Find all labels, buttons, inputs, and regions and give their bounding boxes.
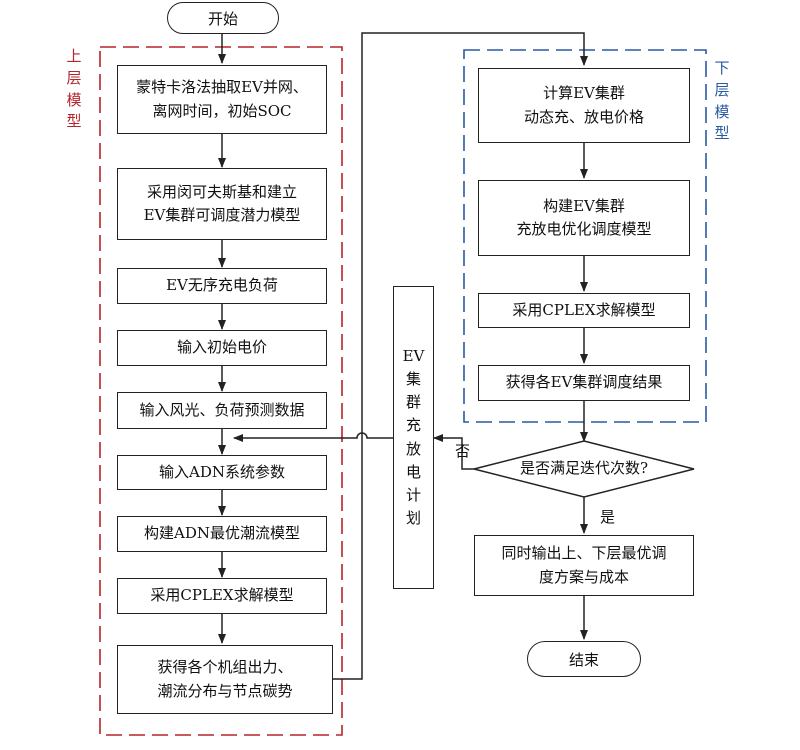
step-initial-price: 输入初始电价 xyxy=(117,330,327,366)
branch-yes-label: 是 xyxy=(600,508,616,526)
decision-label: 是否满足迭代次数? xyxy=(519,459,649,477)
step-lower-cplex: 采用CPLEX求解模型 xyxy=(478,293,690,328)
decision-diamond xyxy=(473,440,695,498)
end-terminal: 结束 xyxy=(527,641,641,677)
ev-cluster-plan-box: EV 集 群 充 放 电 计 划 xyxy=(393,286,434,589)
ev-plan-return-connector xyxy=(233,432,393,442)
step-disordered-charging-load: EV无序充电负荷 xyxy=(117,268,327,304)
lower-model-frame xyxy=(463,49,707,423)
upper-model-frame xyxy=(99,46,343,736)
step-minkowski-model: 采用闵可夫斯基和建立 EV集群可调度潜力模型 xyxy=(117,168,327,240)
step-dynamic-price: 计算EV集群 动态充、放电价格 xyxy=(478,68,690,143)
no-branch-connector xyxy=(433,434,474,470)
step-final-output: 同时输出上、下层最优调 度方案与成本 xyxy=(474,535,694,596)
step-lower-results: 获得各EV集群调度结果 xyxy=(478,365,690,401)
lower-model-label: 下 层 模 型 xyxy=(714,59,730,143)
upper-to-lower-connector xyxy=(333,32,588,680)
step-adn-parameters: 输入ADN系统参数 xyxy=(117,455,327,490)
step-upper-results: 获得各个机组出力、 潮流分布与节点碳势 xyxy=(117,645,333,714)
step-adn-opf-model: 构建ADN最优潮流模型 xyxy=(117,516,327,552)
step-forecast-data: 输入风光、负荷预测数据 xyxy=(117,392,327,429)
step-ev-dispatch-model: 构建EV集群 充放电优化调度模型 xyxy=(478,180,690,256)
step-upper-cplex: 采用CPLEX求解模型 xyxy=(117,578,327,614)
start-terminal: 开始 xyxy=(167,2,279,34)
upper-model-label: 上 层 模 型 xyxy=(66,47,82,131)
step-monte-carlo: 蒙特卡洛法抽取EV并网、 离网时间，初始SOC xyxy=(117,65,327,134)
branch-no-label: 否 xyxy=(455,442,471,460)
